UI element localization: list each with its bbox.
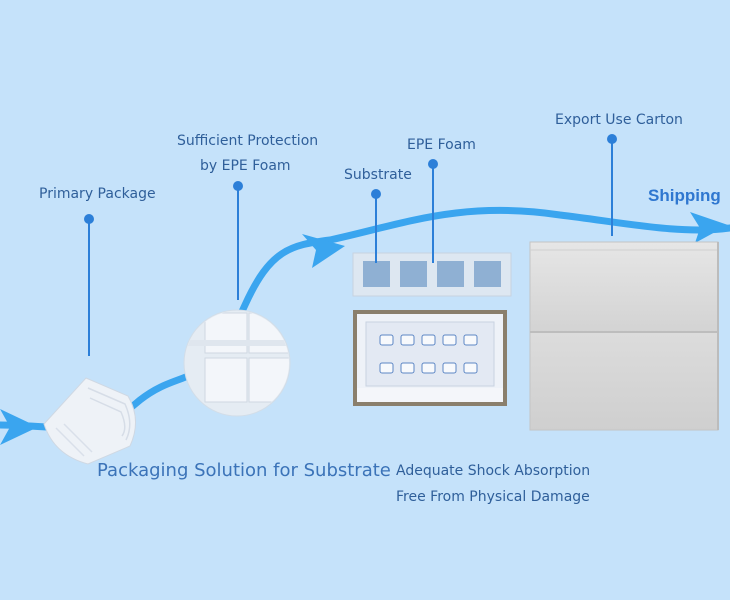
label-sufficient-protection-line1: Sufficient Protection bbox=[177, 133, 319, 149]
epe-foam-circle-image bbox=[183, 309, 291, 417]
label-substrate: Substrate bbox=[344, 167, 412, 183]
label-sufficient-protection-line2: by EPE Foam bbox=[200, 158, 291, 174]
arrowhead-right bbox=[690, 212, 728, 243]
heading-packaging-solution: Packaging Solution for Substrate bbox=[97, 460, 391, 481]
text-free-from-damage: Free From Physical Damage bbox=[396, 489, 590, 505]
label-epe-foam: EPE Foam bbox=[407, 137, 476, 153]
substrate-strip-image bbox=[352, 252, 512, 297]
pin-primary-package bbox=[84, 214, 94, 356]
label-shipping: Shipping bbox=[648, 186, 721, 205]
pin-export-carton bbox=[607, 134, 617, 236]
label-export-use-carton: Export Use Carton bbox=[555, 112, 683, 128]
foam-box-image bbox=[353, 310, 507, 406]
pin-epe-foam bbox=[428, 159, 438, 263]
arrowhead-left bbox=[0, 409, 38, 445]
pin-sufficient-protection bbox=[233, 181, 243, 300]
primary-package-image bbox=[43, 377, 136, 465]
arrowhead-middle bbox=[302, 234, 345, 268]
label-primary-package: Primary Package bbox=[39, 186, 156, 202]
pin-substrate bbox=[371, 189, 381, 263]
export-carton-image bbox=[529, 241, 719, 431]
text-adequate-shock-absorption: Adequate Shock Absorption bbox=[396, 463, 591, 479]
